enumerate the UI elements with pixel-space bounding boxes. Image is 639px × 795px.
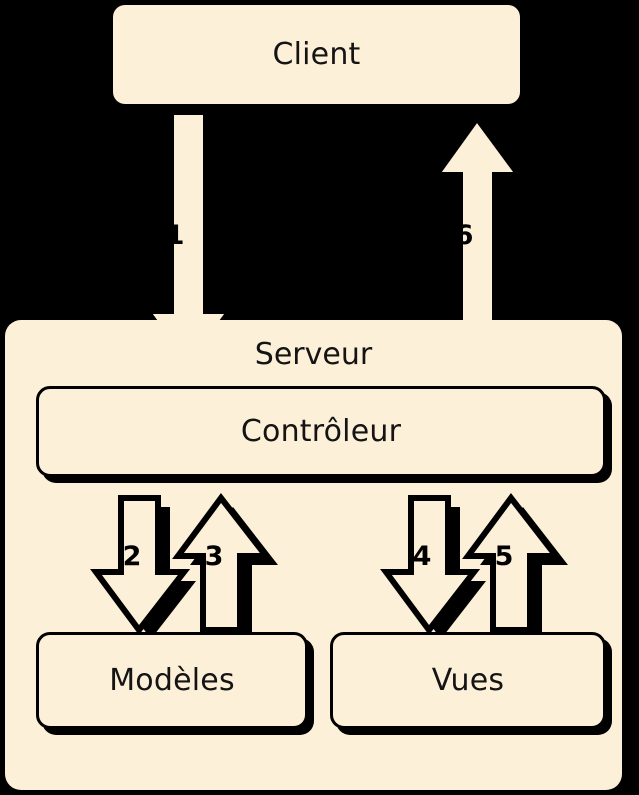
node-modeles-label: Modèles	[109, 663, 235, 698]
node-client-label: Client	[272, 37, 361, 72]
arrow-5-vues-to-controleur	[462, 493, 568, 639]
arrow-5-number: 5	[494, 541, 514, 572]
node-controleur-label: Contrôleur	[240, 414, 402, 449]
arrow-3-number: 3	[204, 541, 224, 572]
arrow-2-number: 2	[122, 541, 142, 572]
arrow-1-number: 1	[165, 220, 185, 251]
arrow-2-controleur-to-modeles	[90, 495, 196, 639]
node-vues-label: Vues	[431, 663, 505, 698]
node-modeles[interactable]: Modèles	[36, 632, 308, 729]
arrow-3-modeles-to-controleur	[172, 493, 278, 639]
arrow-4-number: 4	[412, 541, 432, 572]
node-controleur[interactable]: Contrôleur	[36, 386, 606, 477]
node-client[interactable]: Client	[113, 5, 520, 104]
node-serveur-label: Serveur	[254, 337, 373, 372]
arrow-4-controleur-to-vues	[380, 495, 486, 639]
arrow-6-number: 6	[454, 220, 474, 251]
node-vues[interactable]: Vues	[330, 632, 606, 729]
